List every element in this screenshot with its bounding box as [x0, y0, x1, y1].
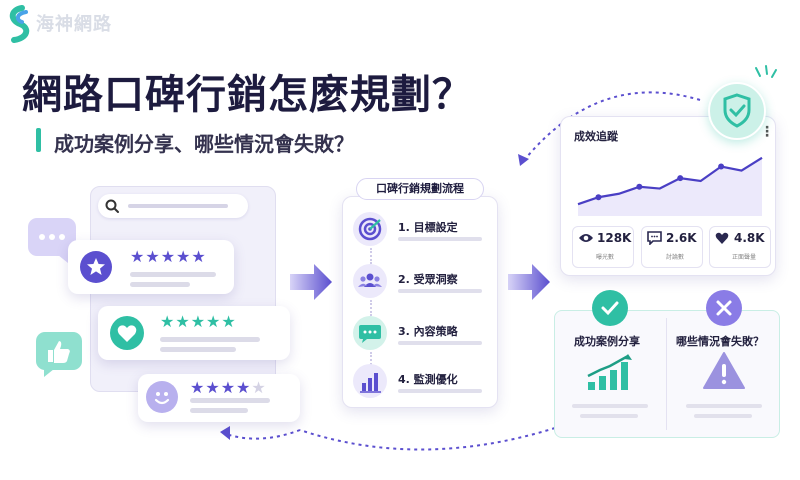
shield-check-icon: [708, 82, 766, 140]
step-label: 1. 目標設定: [398, 221, 458, 234]
brand-logo: [9, 5, 30, 43]
stat-card: [641, 226, 703, 268]
heart-icon: [715, 232, 729, 244]
step-line: [398, 389, 482, 393]
stat-label: 討論數: [666, 254, 685, 261]
x-circle-icon: [706, 290, 742, 326]
trend-point: [636, 183, 643, 190]
failure-label: 哪些情況會失敗？: [676, 335, 764, 348]
chat-icon: [353, 316, 387, 350]
thumbs-up-icon: [44, 341, 70, 377]
step-connector: [370, 248, 372, 264]
rating-stars: ★★★★★: [190, 378, 267, 397]
review-line: [160, 337, 260, 342]
review-line: [130, 282, 190, 287]
trend-point: [677, 175, 684, 182]
stat-value: 2.6K: [666, 231, 697, 245]
like-bubble: [36, 332, 82, 377]
search-placeholder-line: [128, 204, 228, 208]
bar-chart-icon: [353, 364, 387, 398]
flow-arrow-right: [508, 264, 550, 300]
compare-line: [686, 404, 762, 408]
search-icon: [105, 199, 119, 213]
audience-icon: [353, 264, 387, 298]
step-label: 4. 監測優化: [398, 373, 458, 386]
step-connector: [370, 352, 372, 368]
brand-name: 海神網路: [36, 14, 112, 35]
step-label: 2. 受眾洞察: [398, 273, 458, 286]
eye-icon: [579, 234, 593, 242]
page-subtitle: 成功案例分享、哪些情況會失敗？: [54, 132, 354, 156]
heart-icon: [110, 316, 144, 350]
compare-line: [572, 404, 648, 408]
trend-chart: [577, 156, 763, 216]
rating-stars: ★★★★★: [160, 312, 237, 331]
step-label: 3. 內容策略: [398, 325, 458, 338]
star-icon: [80, 251, 112, 283]
page-title: 網路口碑行銷怎麼規劃？: [22, 72, 473, 118]
compare-line: [694, 414, 752, 418]
compare-divider: [666, 318, 667, 430]
trend-point: [718, 163, 725, 170]
trend-area: [578, 157, 762, 216]
smile-icon: [146, 381, 178, 413]
review-line: [130, 272, 216, 277]
step-line: [398, 289, 482, 293]
check-circle-icon: [592, 290, 628, 326]
tracking-title: 成效追蹤: [574, 130, 618, 143]
step-line: [398, 341, 482, 345]
stat-label: 曝光數: [596, 254, 615, 261]
flow-arrow-right: [290, 264, 332, 300]
trend-line: [577, 156, 763, 206]
process-title: 口碑行銷規劃流程: [356, 178, 484, 200]
step-connector: [370, 300, 372, 316]
more-menu-icon[interactable]: ⋮: [760, 124, 774, 140]
target-icon: [353, 212, 387, 246]
stat-card: [572, 226, 634, 268]
trend-point: [595, 194, 602, 201]
rating-stars: ★★★★★: [130, 247, 207, 266]
step-line: [398, 237, 482, 241]
stat-value: 4.8K: [734, 231, 765, 245]
compare-line: [580, 414, 638, 418]
chat-dots-icon: [39, 234, 68, 263]
success-label: 成功案例分享: [574, 335, 640, 348]
growth-chart-icon: [587, 354, 632, 390]
sparkle-lines: [755, 65, 777, 78]
stat-value: 128K: [597, 231, 632, 245]
review-line: [190, 408, 248, 413]
warning-icon: [703, 352, 745, 389]
comment-icon: [647, 231, 662, 245]
review-line: [190, 398, 270, 403]
subtitle-accent: [36, 128, 41, 152]
stat-label: 正面聲量: [732, 254, 757, 261]
review-line: [160, 347, 236, 352]
